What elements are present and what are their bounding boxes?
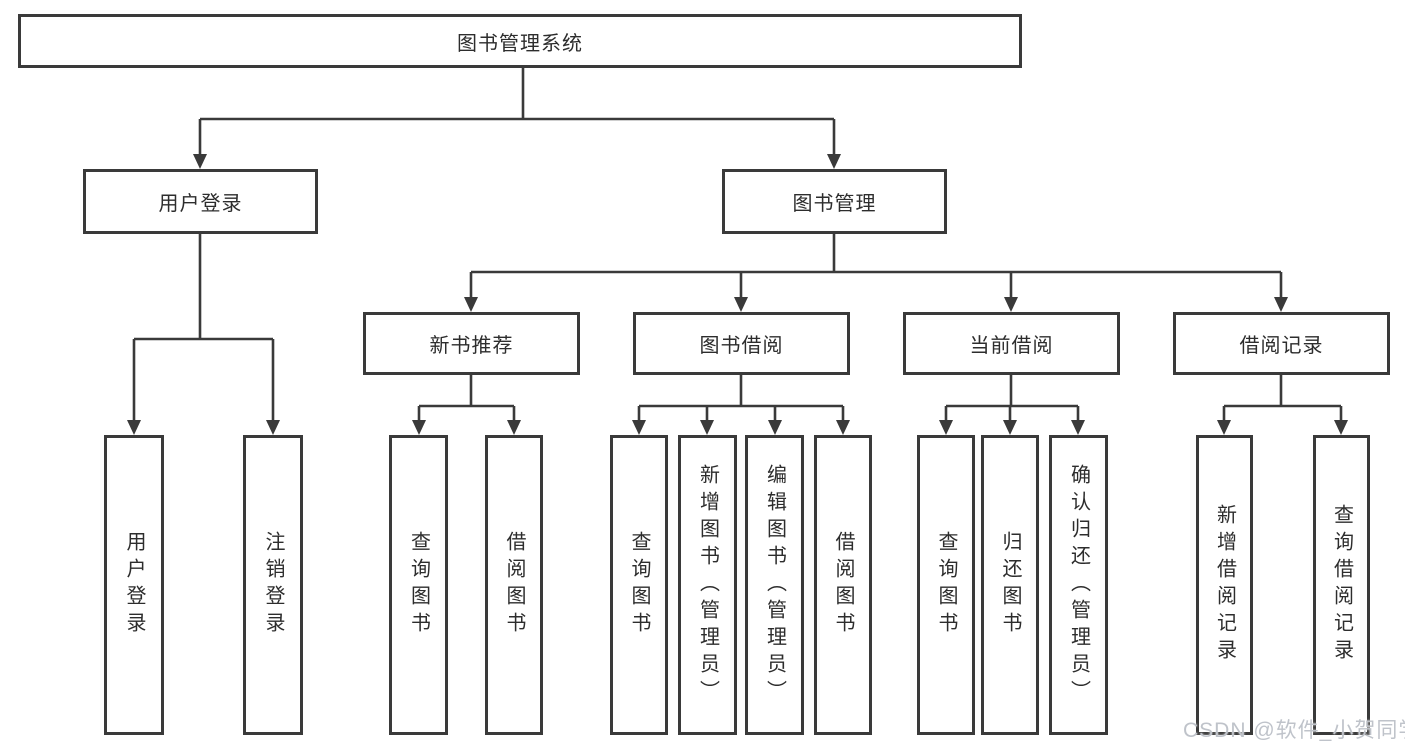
watermark-text: CSDN @软件_小贺同学 (1183, 719, 1405, 742)
node-leaf-edit-book-admin: 编辑图书（管理员） (745, 435, 804, 735)
node-library-management-system: 图书管理系统 (18, 14, 1022, 68)
node-user-login: 用户登录 (83, 169, 318, 234)
node-new-book-recommend: 新书推荐 (363, 312, 580, 375)
node-leaf-query-borrow-record: 查询借阅记录 (1313, 435, 1370, 735)
node-leaf-logout: 注销登录 (243, 435, 303, 735)
node-leaf-query-books-current: 查询图书 (917, 435, 975, 735)
node-book-management: 图书管理 (722, 169, 947, 234)
node-leaf-query-books-borrow: 查询图书 (610, 435, 668, 735)
node-book-borrow: 图书借阅 (633, 312, 850, 375)
node-leaf-return-book: 归还图书 (981, 435, 1039, 735)
node-borrow-records: 借阅记录 (1173, 312, 1390, 375)
node-leaf-add-borrow-record: 新增借阅记录 (1196, 435, 1253, 735)
node-leaf-user-login: 用户登录 (104, 435, 164, 735)
node-leaf-query-books-recommend: 查询图书 (389, 435, 448, 735)
arrowheads (127, 154, 1348, 435)
node-leaf-add-book-admin: 新增图书（管理员） (678, 435, 737, 735)
node-leaf-borrow-books-recommend: 借阅图书 (485, 435, 543, 735)
node-leaf-borrow-books: 借阅图书 (814, 435, 872, 735)
node-current-borrow: 当前借阅 (903, 312, 1120, 375)
node-leaf-confirm-return-admin: 确认归还（管理员） (1049, 435, 1108, 735)
